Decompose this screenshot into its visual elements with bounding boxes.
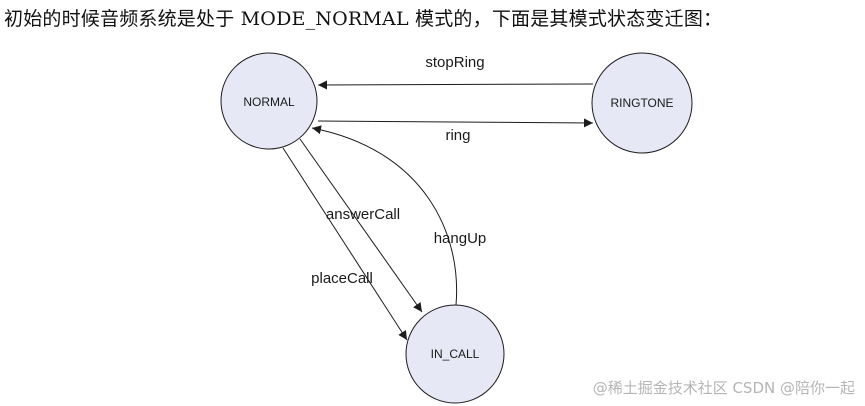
transition-ring-arrow [317,118,594,128]
state-normal-node [220,52,318,150]
transition-hang-up-label: hangUp [434,230,487,247]
state-ringtone-node [591,52,693,154]
transition-place-call-arrow [282,147,408,341]
state-in-call-node [405,304,505,404]
transition-stop-ring-label: stopRing [425,54,484,71]
transition-hang-up-arrow [311,125,458,306]
transition-stop-ring-arrow [317,80,594,90]
watermark: @稀土掘金技术社区 CSDN @陪你一起 [592,379,855,397]
state-normal-label: NORMAL [243,95,295,109]
transition-answer-call-arrow [299,138,423,313]
transition-ring-label: ring [445,127,470,144]
state-ringtone-label: RINGTONE [610,96,673,110]
transition-place-call-label: placeCall [311,270,373,287]
intro-heading: 初始的时候音频系统是处于 MODE_NORMAL 模式的，下面是其模式状态变迁图… [4,8,723,30]
transition-answer-call-label: answerCall [326,206,400,223]
state-in-call-label: IN_CALL [431,347,480,361]
